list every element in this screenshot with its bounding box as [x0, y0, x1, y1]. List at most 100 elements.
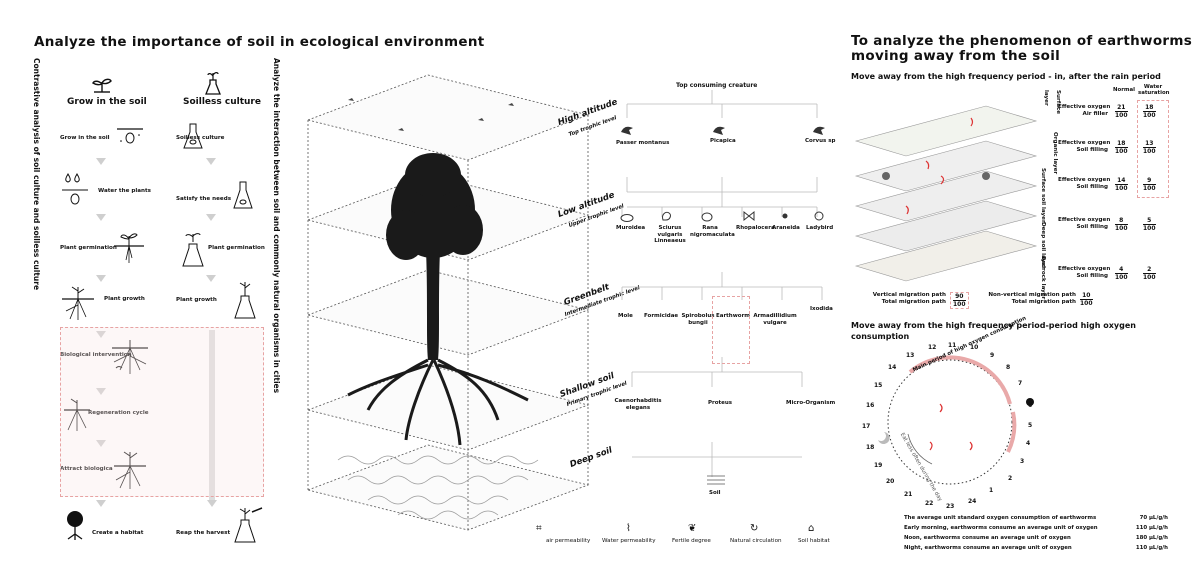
soil-layers-illustration: [854, 105, 1038, 282]
organism-label: Ladybird: [806, 225, 834, 231]
col1-step: Create a habitat: [92, 530, 144, 536]
organism-label: Proteus: [708, 400, 733, 406]
col1-step: Water the plants: [98, 188, 151, 194]
clock-hour: 17: [862, 423, 871, 430]
col2-title: Soilless culture: [183, 97, 261, 107]
right-sub2: Move away from the high frequency period…: [851, 321, 1136, 341]
seed-icon: [117, 128, 143, 144]
layer-name: Bedrock layer: [1040, 256, 1046, 300]
butterfly-icon: [743, 210, 755, 222]
clock-hour: 9: [990, 352, 995, 359]
clock-hour: 23: [946, 503, 955, 510]
soil-label: Soil: [709, 490, 721, 496]
clock-hour: 22: [925, 500, 934, 507]
legend-item: Fertile degree: [672, 538, 711, 544]
harvest-flask-icon: [234, 507, 263, 543]
moon-icon: [878, 432, 890, 444]
legend-item: Water permeability: [602, 538, 656, 544]
legend-item: Soil habitat: [798, 538, 830, 544]
layer-name: Deep soil layer: [1040, 222, 1046, 269]
clock-hour: 3: [1020, 458, 1025, 465]
sprout-icon: [92, 78, 112, 93]
bio-intervention-icon: [112, 340, 148, 374]
layer-names: Surface layer: [1043, 90, 1061, 115]
clock-hour: 19: [874, 462, 883, 469]
clock-hour: 16: [866, 402, 875, 409]
organism-label: Earthworm: [716, 313, 751, 319]
clock-hour: 24: [968, 498, 977, 505]
mouse-icon: [620, 214, 634, 222]
col-normal: Normal: [1113, 87, 1135, 93]
col-water: Water saturation: [1138, 84, 1170, 96]
frog-icon: [701, 212, 713, 222]
flask-icon: [183, 123, 203, 149]
air-permeability-icon: ⌗: [536, 523, 542, 534]
right-sub1: Move away from the high frequency period…: [851, 72, 1161, 81]
stat-row: Early morning, earthworms consume an ave…: [904, 525, 1168, 531]
clock-hour: 15: [874, 382, 883, 389]
organism-label: Passer montanus: [616, 140, 670, 146]
germination-icon: [114, 233, 144, 263]
squirrel-icon: [662, 211, 671, 221]
plant-growth-icon: [62, 286, 94, 320]
clock-hour: 11: [948, 342, 957, 349]
left-title: Analyze the importance of soil in ecolog…: [34, 34, 485, 50]
stat-row: Night, earthworms consume an average uni…: [904, 545, 1168, 551]
clock-hour: 6: [1028, 402, 1033, 409]
clock-hour: 8: [1006, 364, 1011, 371]
col1-step: Plant germination: [60, 245, 117, 251]
col1-title: Grow in the soil: [67, 97, 147, 107]
oxygen-clock: [878, 355, 1034, 485]
left-vertical-label: Contrastive analysis of soil culture and…: [32, 58, 41, 291]
flask-seed-icon: [233, 181, 253, 209]
flask-plant-grown-icon: [234, 282, 256, 319]
clock-hour: 1: [989, 487, 994, 494]
flask-sprout-icon: [182, 233, 204, 267]
organism-label: Rhopalocera: [736, 225, 775, 231]
attract-bio-icon: [114, 451, 146, 489]
clock-hour: 2: [1008, 475, 1013, 482]
organism-label: Micro-Organism: [786, 400, 836, 406]
col2-step: Soilless culture: [176, 135, 225, 141]
clock-hour: 5: [1028, 422, 1033, 429]
legend-item: air permeability: [546, 538, 591, 544]
fertile-degree-icon: ❦: [688, 523, 697, 534]
isometric-layers: [306, 74, 590, 531]
organism-label: Picapica: [710, 138, 736, 144]
legend-item: Natural circulation: [730, 538, 782, 544]
organism-label: Rana nigromaculata: [690, 225, 735, 238]
middle-vertical-label: Analyze the interaction between soil and…: [272, 58, 281, 394]
organism-label: Sciurus vulgaris Linneaeus: [654, 225, 686, 244]
organism-label: Corvus sp: [805, 138, 836, 144]
top-consuming-label: Top consuming creature: [676, 82, 758, 89]
flask-plant-icon: [205, 72, 221, 95]
clock-hour: 12: [928, 344, 937, 351]
magpie-icon: [713, 126, 725, 135]
organism-label: Spirobolus bungii: [681, 313, 715, 326]
organism-label: Ixodida: [810, 306, 833, 312]
soil-habitat-icon: ⌂: [808, 523, 815, 534]
spider-icon: [782, 213, 788, 219]
organism-label: Muroidea: [616, 225, 646, 231]
organism-label: Araneida: [772, 225, 800, 231]
organism-label: Caenorhabditis elegans: [614, 398, 662, 411]
water-drop-icon: [62, 173, 88, 205]
regeneration-icon: [64, 398, 90, 431]
col1-step: Biological intervention: [60, 352, 132, 358]
